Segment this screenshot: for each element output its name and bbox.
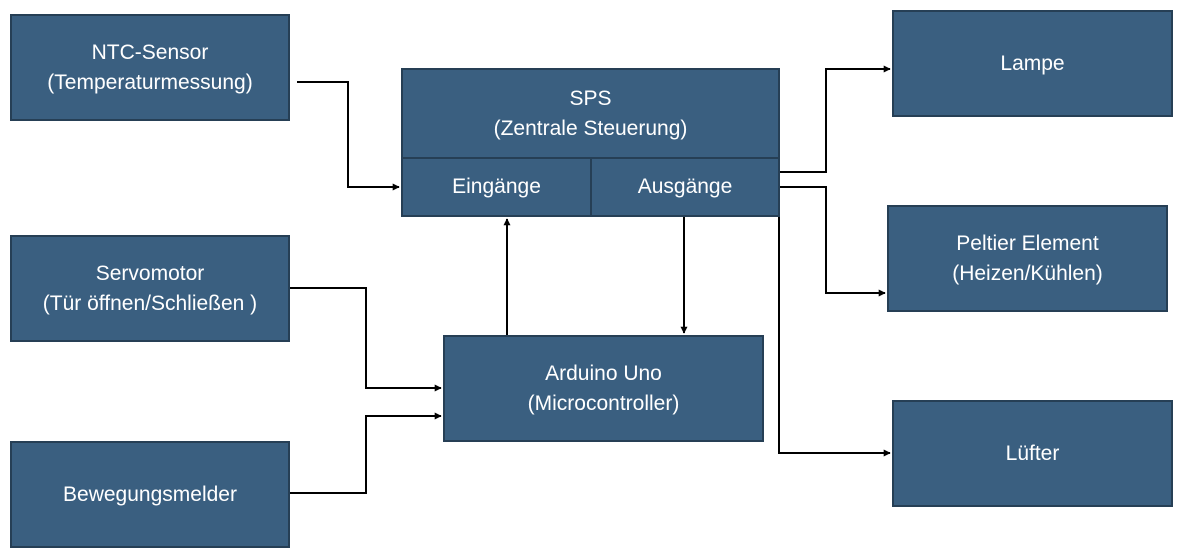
lampe-block: Lampe <box>892 10 1173 117</box>
ntc-sensor-subtitle: (Temperaturmessung) <box>47 70 253 94</box>
sps-inputs-label: Eingänge <box>452 175 541 198</box>
wire-sps-to-luefter <box>778 203 891 457</box>
lampe-title: Lampe <box>1000 51 1065 75</box>
servomotor-block: Servomotor (Tür öffnen/Schließen ) <box>10 235 290 342</box>
luefter-title: Lüfter <box>1005 441 1060 465</box>
sps-inputs-cell: Eingänge <box>401 157 592 217</box>
wire-sps-to-peltier <box>780 186 886 297</box>
wire-sps-to-lampe <box>780 65 891 173</box>
ntc-sensor-block: NTC-Sensor (Temperaturmessung) <box>10 14 290 121</box>
bewegungsmelder-block: Bewegungsmelder <box>10 441 290 548</box>
sps-outputs-cell: Ausgänge <box>590 157 780 217</box>
peltier-element-block: Peltier Element (Heizen/Kühlen) <box>887 205 1168 312</box>
wire-bewegung-to-arduino <box>290 412 442 494</box>
arduino-subtitle: (Microcontroller) <box>527 391 680 415</box>
sps-subtitle: (Zentrale Steuerung) <box>493 116 688 140</box>
ntc-sensor-title: NTC-Sensor <box>91 40 209 64</box>
sps-title: SPS <box>569 86 612 110</box>
servomotor-title: Servomotor <box>95 261 205 285</box>
sps-outputs-label: Ausgänge <box>637 175 733 198</box>
luefter-block: Lüfter <box>892 400 1173 507</box>
arduino-uno-block: Arduino Uno (Microcontroller) <box>443 335 764 442</box>
wire-ntc-to-sps <box>297 81 400 191</box>
peltier-subtitle: (Heizen/Kühlen) <box>952 261 1103 285</box>
wire-servo-to-arduino <box>290 287 442 392</box>
servomotor-subtitle: (Tür öffnen/Schließen ) <box>42 291 258 315</box>
arduino-title: Arduino Uno <box>545 361 662 385</box>
sps-block: SPS (Zentrale Steuerung) <box>401 68 780 159</box>
peltier-title: Peltier Element <box>956 231 1099 255</box>
bewegungsmelder-title: Bewegungsmelder <box>63 482 237 506</box>
